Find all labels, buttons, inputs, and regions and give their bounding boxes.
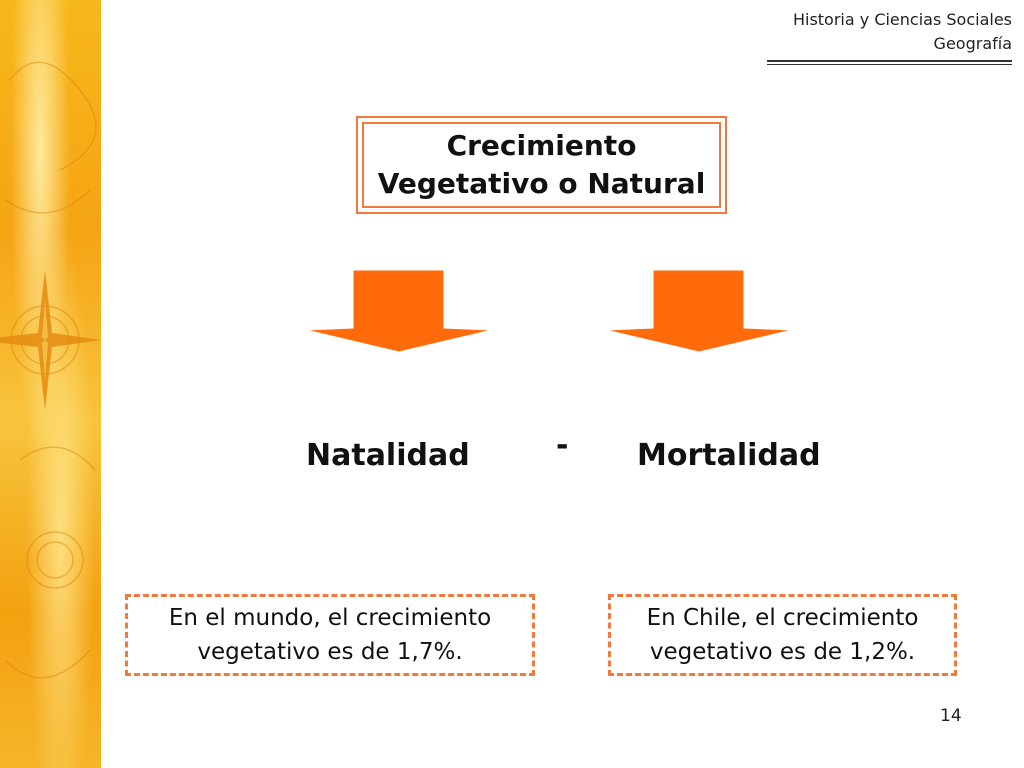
course-topic: Geografía (933, 34, 1012, 53)
header-divider-thin (767, 64, 1012, 65)
world-note-line-1: En el mundo, el crecimiento (168, 605, 492, 631)
page-number: 14 (940, 706, 962, 726)
down-arrow-icon (306, 270, 492, 352)
title-line-2: Vegetativo o Natural (377, 167, 706, 200)
minus-operator: - (556, 428, 569, 463)
chile-note-line-1: En Chile, el crecimiento (646, 605, 919, 631)
compass-rose-icon (0, 61, 101, 679)
chile-growth-note: En Chile, el crecimiento vegetativo es d… (608, 594, 957, 676)
title-box: Crecimiento Vegetativo o Natural (356, 116, 727, 214)
header-divider (767, 60, 1012, 62)
title-line-1: Crecimiento (446, 129, 637, 162)
title-box-inner: Crecimiento Vegetativo o Natural (362, 122, 721, 208)
down-arrow-icon (606, 270, 792, 352)
birth-rate-term: Natalidad (306, 438, 470, 473)
decorative-side-band (0, 0, 101, 768)
chile-note-line-2: vegetativo es de 1,2%. (649, 639, 916, 665)
course-header: Historia y Ciencias Sociales Geografía (793, 8, 1012, 56)
mortality-term: Mortalidad (637, 438, 821, 473)
world-growth-note: En el mundo, el crecimiento vegetativo e… (125, 594, 535, 676)
slide-title: Crecimiento Vegetativo o Natural (378, 127, 706, 203)
course-subject: Historia y Ciencias Sociales (792, 10, 1012, 29)
world-note-line-2: vegetativo es de 1,7%. (197, 639, 463, 665)
